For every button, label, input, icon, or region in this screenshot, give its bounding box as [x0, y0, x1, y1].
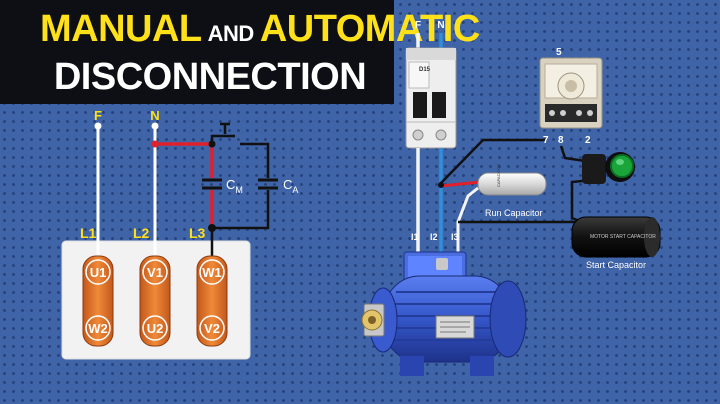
title-and: AND	[207, 21, 255, 46]
wiring-label-n: N	[437, 20, 444, 31]
push-button	[582, 152, 635, 184]
start-cap-text: MOTOR START CAPACITOR	[590, 234, 656, 240]
breaker-model: D15	[419, 67, 431, 73]
motor-label-l1: l1	[411, 232, 419, 242]
wire-button-startcap	[570, 178, 593, 224]
label-l1: L1	[80, 225, 97, 241]
run-cap-text: CAPACITOR	[496, 164, 501, 187]
terminal-column-w	[196, 255, 228, 347]
terminal-column-u	[82, 255, 114, 347]
label-f: F	[94, 108, 102, 123]
terminal-v1: V1	[147, 265, 163, 280]
wire-black-ca-lower	[212, 190, 270, 230]
wire-black-switch	[210, 134, 215, 144]
label-cm: CM	[226, 177, 243, 195]
circuit-breaker: D15	[405, 47, 457, 149]
motor-label-l3: l3	[451, 232, 459, 242]
timer-relay	[539, 57, 603, 129]
terminal-f-top	[94, 122, 102, 130]
terminal-w1: W1	[202, 265, 222, 280]
timer-terminal-7: 7	[543, 135, 549, 146]
node-l2-split	[438, 182, 444, 188]
terminal-u1: U1	[90, 265, 107, 280]
timer-terminal-2: 2	[585, 135, 591, 146]
title-automatic: AUTOMATIC	[259, 8, 480, 50]
title-line-2: DISCONNECTION	[53, 56, 367, 98]
start-capacitor-label: Start Capacitor	[586, 260, 646, 270]
motor-label-l2: l2	[430, 232, 438, 242]
wire-red-runcap	[440, 180, 481, 188]
label-ca: CA	[283, 177, 298, 195]
run-capacitor: CAPACITOR	[477, 164, 547, 196]
electric-motor	[361, 251, 527, 376]
terminal-w2: W2	[88, 321, 108, 336]
start-capacitor: MOTOR START CAPACITOR	[571, 216, 661, 258]
wire-white-runcap-l3	[456, 186, 479, 262]
wire-red-cm	[155, 142, 214, 178]
wire-black-timer	[440, 138, 545, 184]
terminal-v2: V2	[204, 321, 220, 336]
run-capacitor-label: Run Capacitor	[485, 208, 543, 218]
terminal-n-top	[151, 122, 159, 130]
wire-black-startcap	[458, 220, 577, 236]
title-manual: MANUAL	[40, 8, 202, 50]
terminal-column-v	[139, 255, 171, 347]
label-l3: L3	[189, 225, 206, 241]
label-n: N	[150, 108, 159, 123]
node-l3	[208, 224, 216, 232]
timer-terminal-8: 8	[558, 135, 564, 146]
label-l2: L2	[133, 225, 150, 241]
wiring-label-f: F	[415, 20, 421, 31]
terminal-u2: U2	[147, 321, 164, 336]
timer-terminal-5: 5	[556, 47, 562, 58]
node-n	[151, 140, 159, 148]
wire-black-ca	[240, 142, 270, 178]
